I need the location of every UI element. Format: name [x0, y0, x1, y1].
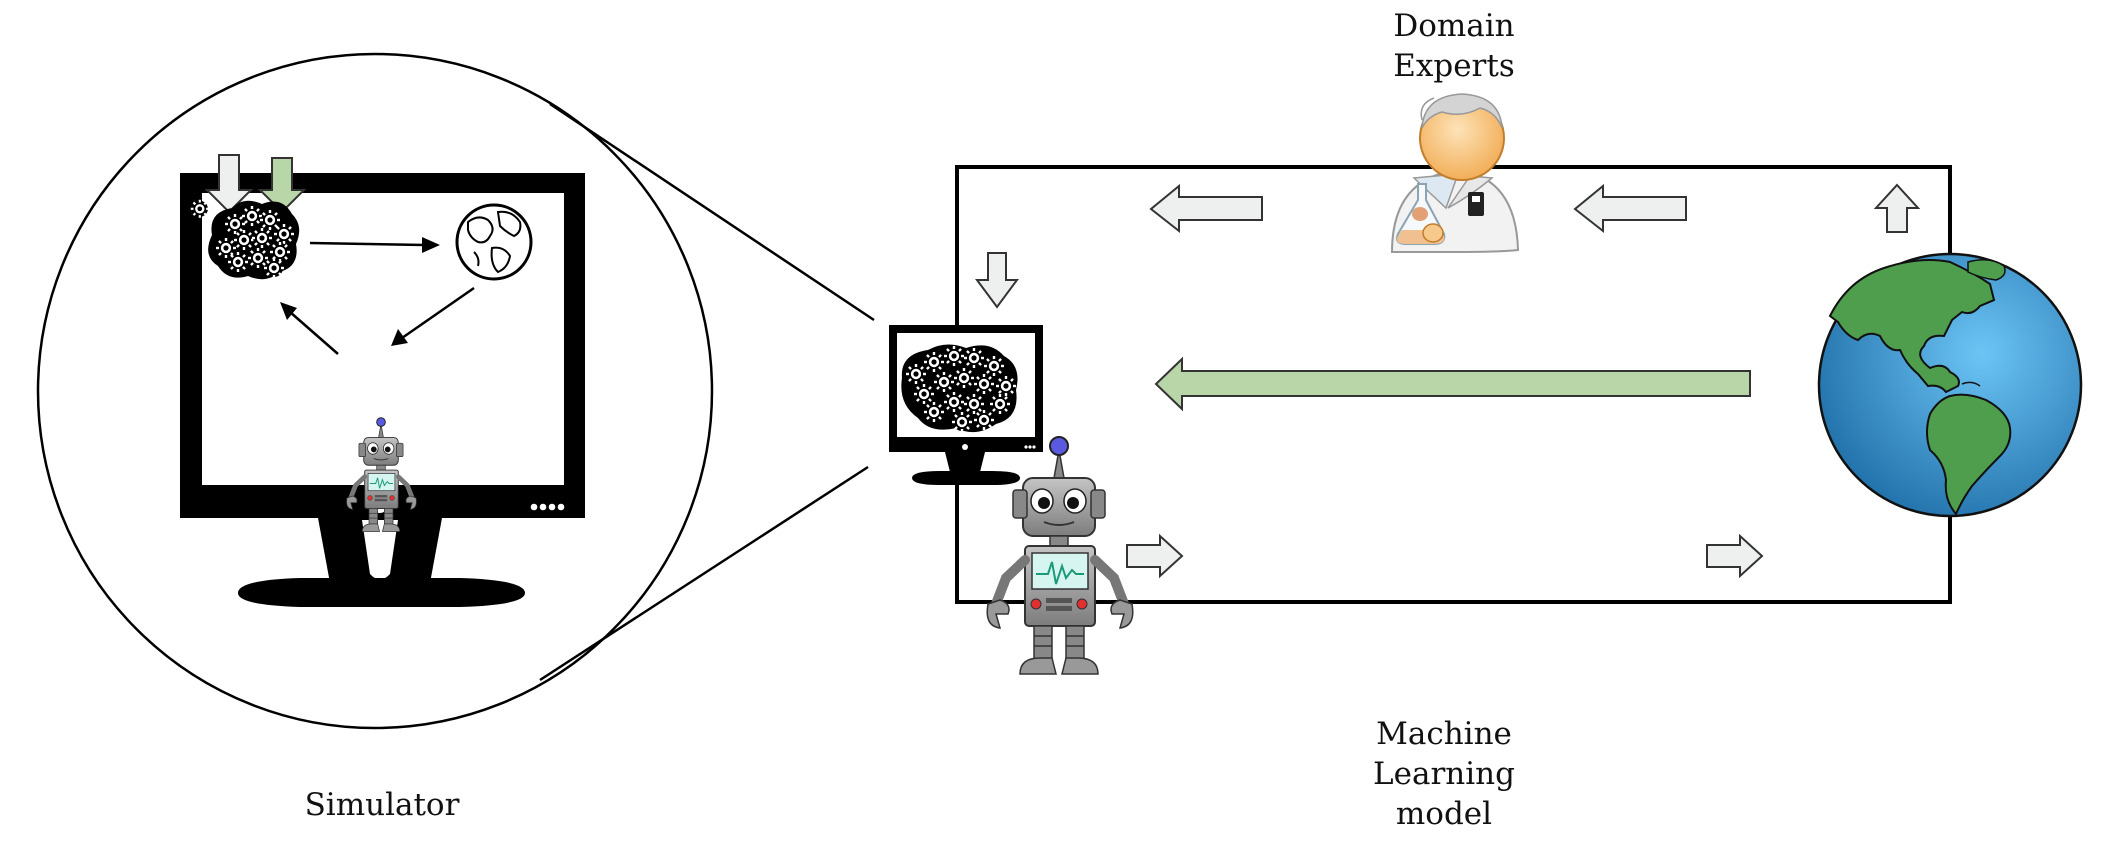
- arrow-right-icon: [1126, 533, 1184, 579]
- arrow-icon: [280, 302, 339, 355]
- arrow-left-icon: [1149, 183, 1263, 234]
- domain-experts-line-2: Experts: [1393, 48, 1515, 84]
- simulator-label: Simulator: [282, 785, 482, 825]
- domain-experts-line-1: Domain: [1393, 8, 1515, 44]
- ml-model-line-1: Machine: [1376, 716, 1512, 752]
- arrow-down-icon: [975, 252, 1019, 309]
- gear-cluster-icon: [190, 199, 300, 280]
- domain-experts-label: Domain Experts: [1354, 6, 1554, 86]
- zoom-line-bottom: [539, 465, 869, 682]
- arrow-down-icon: [204, 154, 254, 214]
- arrow-down-icon: [257, 157, 307, 214]
- earth-icon: [1817, 252, 2083, 518]
- globe-icon: [455, 203, 533, 281]
- zoom-circle: [36, 52, 714, 730]
- scientist-icon: [1390, 93, 1520, 253]
- arrow-up-icon: [1873, 183, 1921, 233]
- ml-model-line-2: Learning: [1373, 756, 1515, 792]
- ml-model-label: Machine Learning model: [1344, 714, 1544, 834]
- arrow-left-icon: [1573, 183, 1687, 234]
- ml-model-line-3: model: [1395, 796, 1493, 832]
- arrow-right-icon: [1706, 533, 1764, 579]
- data-flow-arrow: [1154, 356, 1751, 412]
- robot-icon: [986, 436, 1134, 675]
- arrow-icon: [309, 237, 440, 253]
- arrow-icon: [391, 286, 475, 346]
- simulator-label-text: Simulator: [304, 787, 460, 823]
- gear-cluster-icon: [901, 344, 1018, 433]
- zoom-line-top: [549, 102, 875, 322]
